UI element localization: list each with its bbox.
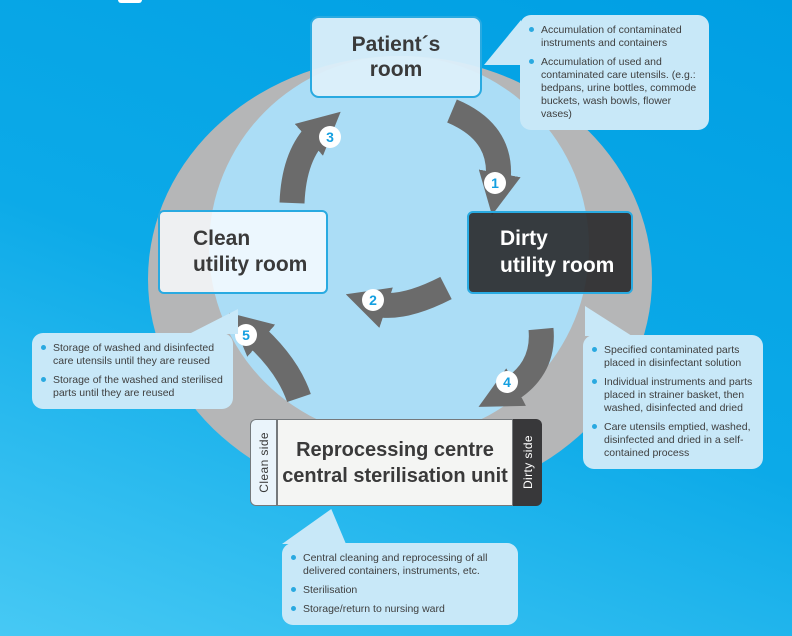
callout-clean-utility-room: Storage of washed and disinfected care u… <box>32 309 238 410</box>
arrow-step-3 <box>279 111 341 204</box>
bullet-text: Accumulation of used and contaminated ca… <box>541 56 697 121</box>
reprocessing-title: Reprocessing centre central sterilisatio… <box>277 419 513 506</box>
step-number: 4 <box>503 374 511 390</box>
callout-reprocessing-centre: Central cleaning and reprocessing of all… <box>282 509 518 626</box>
bullet-icon <box>291 587 296 593</box>
callout-dirty-utility-room: Specified contaminated parts placed in d… <box>583 306 763 470</box>
node-label-line2: utility room <box>193 253 308 276</box>
list-item: Sterilisation <box>291 584 508 597</box>
bullet-text: Care utensils emptied, washed, disinfect… <box>604 421 751 460</box>
node-clean-utility-room: Clean utility room <box>158 210 328 294</box>
list-item: Storage of the washed and sterilised par… <box>41 374 223 400</box>
step-badge-3: 3 <box>319 126 341 148</box>
step-number: 3 <box>326 129 334 145</box>
node-label-line2: central sterilisation unit <box>282 464 508 487</box>
callout-bullet-list: Accumulation of contaminated instruments… <box>529 24 699 121</box>
node-label-line2: utility room <box>500 253 615 277</box>
bullet-icon <box>592 424 597 430</box>
bullet-icon <box>529 59 534 65</box>
dirty-side-tab: Dirty side <box>513 419 542 506</box>
page-edge-decoration <box>118 0 142 3</box>
bullet-text: Accumulation of contaminated instruments… <box>541 24 682 50</box>
arrow-step-5 <box>229 312 311 403</box>
node-dirty-utility-room: Dirty utility room <box>467 211 633 294</box>
callout-patient-room: Accumulation of contaminated instruments… <box>484 15 709 131</box>
bullet-icon <box>592 347 597 352</box>
bullet-icon <box>291 606 296 612</box>
list-item: Central cleaning and reprocessing of all… <box>291 552 508 578</box>
bullet-text: Storage/return to nursing ward <box>303 603 445 616</box>
step-badge-5: 5 <box>235 324 257 346</box>
list-item: Individual instruments and parts placed … <box>592 376 753 415</box>
node-reprocessing-centre: Clean side Reprocessing centre central s… <box>250 419 542 506</box>
callout-bullet-list: Storage of washed and disinfected care u… <box>41 342 223 400</box>
bullet-icon <box>41 345 46 350</box>
node-label-line1: Patient´s <box>351 32 441 56</box>
bullet-text: Sterilisation <box>303 584 358 597</box>
bullet-text: Storage of washed and disinfected care u… <box>53 342 215 368</box>
bullet-text: Individual instruments and parts placed … <box>604 376 753 415</box>
clean-side-label: Clean side <box>256 432 271 493</box>
bullet-icon <box>592 379 597 385</box>
step-number: 1 <box>491 175 499 191</box>
list-item: Care utensils emptied, washed, disinfect… <box>592 421 753 460</box>
step-badge-4: 4 <box>496 371 518 393</box>
list-item: Storage/return to nursing ward <box>291 603 508 616</box>
step-number: 5 <box>242 327 250 343</box>
node-label-line1: Clean <box>193 226 251 250</box>
callout-bullet-list: Specified contaminated parts placed in d… <box>592 344 753 460</box>
callout-bullet-list: Central cleaning and reprocessing of all… <box>291 552 508 616</box>
node-label-line1: Reprocessing centre <box>296 438 494 461</box>
bullet-text: Specified contaminated parts placed in d… <box>604 344 742 370</box>
bullet-icon <box>41 377 46 383</box>
node-label-line1: Dirty <box>500 227 548 251</box>
list-item: Accumulation of used and contaminated ca… <box>529 56 699 121</box>
bullet-text: Central cleaning and reprocessing of all… <box>303 552 488 578</box>
bullet-icon <box>291 555 296 560</box>
node-patient-room: Patient´s room <box>310 16 482 98</box>
list-item: Storage of washed and disinfected care u… <box>41 342 223 368</box>
bullet-icon <box>529 27 534 32</box>
clean-side-tab: Clean side <box>250 419 277 506</box>
bullet-text: Storage of the washed and sterilised par… <box>53 374 223 400</box>
list-item: Specified contaminated parts placed in d… <box>592 344 753 370</box>
step-badge-2: 2 <box>362 289 384 311</box>
list-item: Accumulation of contaminated instruments… <box>529 24 699 50</box>
step-badge-1: 1 <box>484 172 506 194</box>
dirty-side-label: Dirty side <box>520 435 535 490</box>
step-number: 2 <box>369 292 377 308</box>
node-label-line2: room <box>369 58 423 81</box>
